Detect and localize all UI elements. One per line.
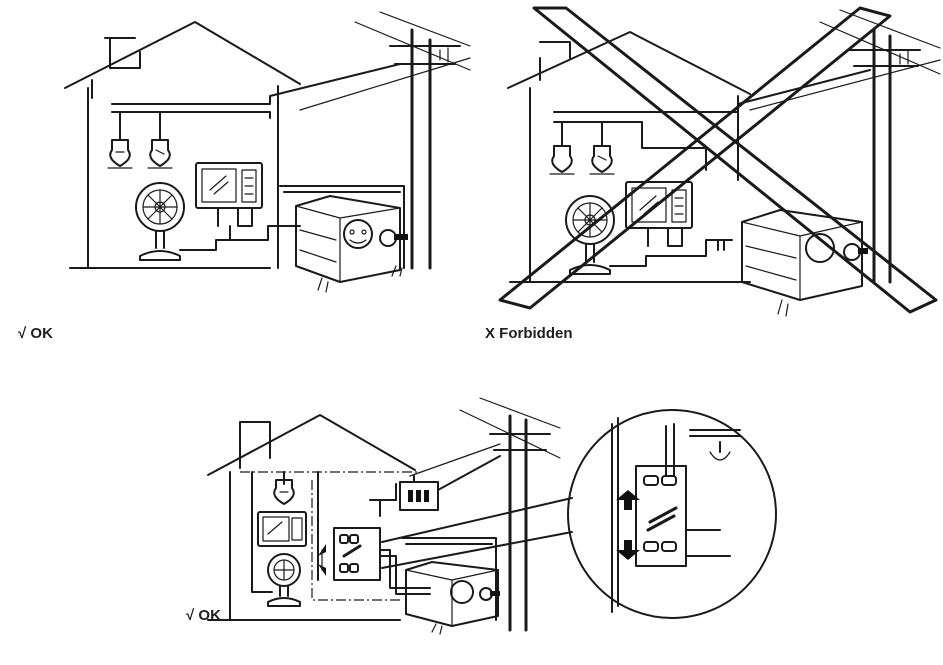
transfer-switch-zoom — [567, 409, 777, 619]
house — [207, 414, 416, 621]
house — [507, 31, 751, 283]
generator-icon — [741, 209, 868, 317]
forbidden-caption: X Forbidden — [485, 325, 573, 342]
utility-pole — [409, 397, 561, 632]
utility-pole — [749, 9, 941, 284]
house — [64, 21, 301, 269]
light-bulb-icon — [147, 139, 173, 169]
fan-icon — [267, 553, 301, 607]
utility-pole — [299, 11, 471, 270]
light-bulb-icon — [589, 145, 615, 175]
forbidden-wiring-illustration — [498, 6, 941, 317]
electric-meter-icon — [399, 481, 439, 511]
tv-icon — [195, 162, 263, 227]
generator-icon — [295, 195, 408, 293]
transfer-switch-illustration — [207, 397, 777, 635]
generator-icon — [405, 561, 500, 635]
fan-icon — [135, 182, 185, 261]
transfer-switch — [318, 527, 381, 581]
ok-caption-bottom: √ OK — [186, 607, 221, 624]
ok-wiring-illustration — [64, 11, 471, 293]
fan-icon — [565, 195, 615, 275]
light-bulb-icon — [273, 479, 295, 505]
tv-icon — [257, 511, 307, 547]
light-bulb-icon — [107, 139, 133, 169]
light-bulb-icon — [549, 145, 575, 175]
ok-caption: √ OK — [18, 325, 53, 342]
forbidden-x-mark — [498, 6, 938, 314]
tv-icon — [625, 181, 693, 247]
